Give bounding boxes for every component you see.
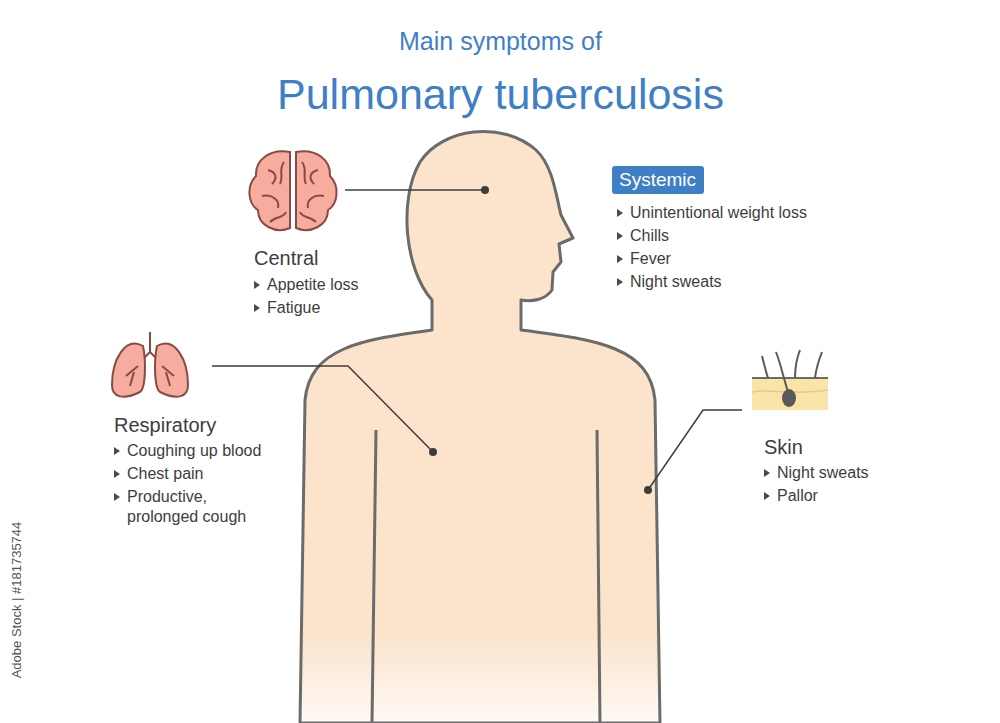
symptom-item: Pallor bbox=[764, 486, 818, 506]
symptom-item: Chills bbox=[617, 226, 669, 246]
body-silhouette bbox=[300, 131, 660, 723]
symptom-text: Fatigue bbox=[267, 298, 320, 318]
symptom-text: Chills bbox=[630, 226, 669, 246]
symptom-text: Night sweats bbox=[777, 463, 869, 483]
symptom-item: Coughing up blood bbox=[114, 441, 261, 461]
bullet-triangle bbox=[764, 492, 770, 500]
bullet-triangle bbox=[254, 304, 260, 312]
symptom-item: Chest pain bbox=[114, 464, 204, 484]
leader-dots bbox=[429, 186, 652, 494]
bullet-triangle bbox=[617, 278, 623, 286]
symptom-item: Unintentional weight loss bbox=[617, 203, 807, 223]
symptom-item: Appetite loss bbox=[254, 275, 359, 295]
bullet-triangle bbox=[114, 470, 120, 478]
symptom-item: Fatigue bbox=[254, 298, 320, 318]
group-heading: Central bbox=[254, 246, 318, 270]
category-text: Systemic bbox=[619, 168, 697, 192]
symptom-text: Coughing up blood bbox=[127, 441, 261, 461]
brain-icon bbox=[249, 151, 336, 230]
symptom-text: Chest pain bbox=[127, 464, 204, 484]
symptom-text: Night sweats bbox=[630, 272, 722, 292]
symptom-text: Unintentional weight loss bbox=[630, 203, 807, 223]
symptom-item: Night sweats bbox=[764, 463, 869, 483]
symptom-text: Fever bbox=[630, 249, 671, 269]
bullet-triangle bbox=[764, 469, 770, 477]
category-tag: Systemic bbox=[612, 166, 704, 194]
symptom-text: Productive, prolonged cough bbox=[127, 487, 277, 527]
skin-icon bbox=[752, 350, 828, 410]
subtitle: Pulmonary tuberculosis bbox=[277, 68, 724, 120]
symptom-text: Appetite loss bbox=[267, 275, 359, 295]
bullet-triangle bbox=[254, 281, 260, 289]
bullet-triangle bbox=[617, 209, 623, 217]
group-heading: Skin bbox=[764, 435, 803, 459]
bullet-triangle bbox=[617, 232, 623, 240]
bullet-triangle bbox=[114, 447, 120, 455]
bullet-triangle bbox=[114, 493, 120, 501]
title: Main symptoms of bbox=[399, 26, 602, 56]
lungs-icon bbox=[112, 332, 188, 397]
leader-lines bbox=[212, 190, 742, 490]
stock-id: Adobe Stock | #181735744 bbox=[9, 522, 25, 679]
group-heading: Respiratory bbox=[114, 413, 216, 437]
symptom-text: Pallor bbox=[777, 486, 818, 506]
symptom-item: Fever bbox=[617, 249, 671, 269]
symptom-item: Night sweats bbox=[617, 272, 722, 292]
bullet-triangle bbox=[617, 255, 623, 263]
symptom-item: Productive, prolonged cough bbox=[114, 487, 277, 527]
